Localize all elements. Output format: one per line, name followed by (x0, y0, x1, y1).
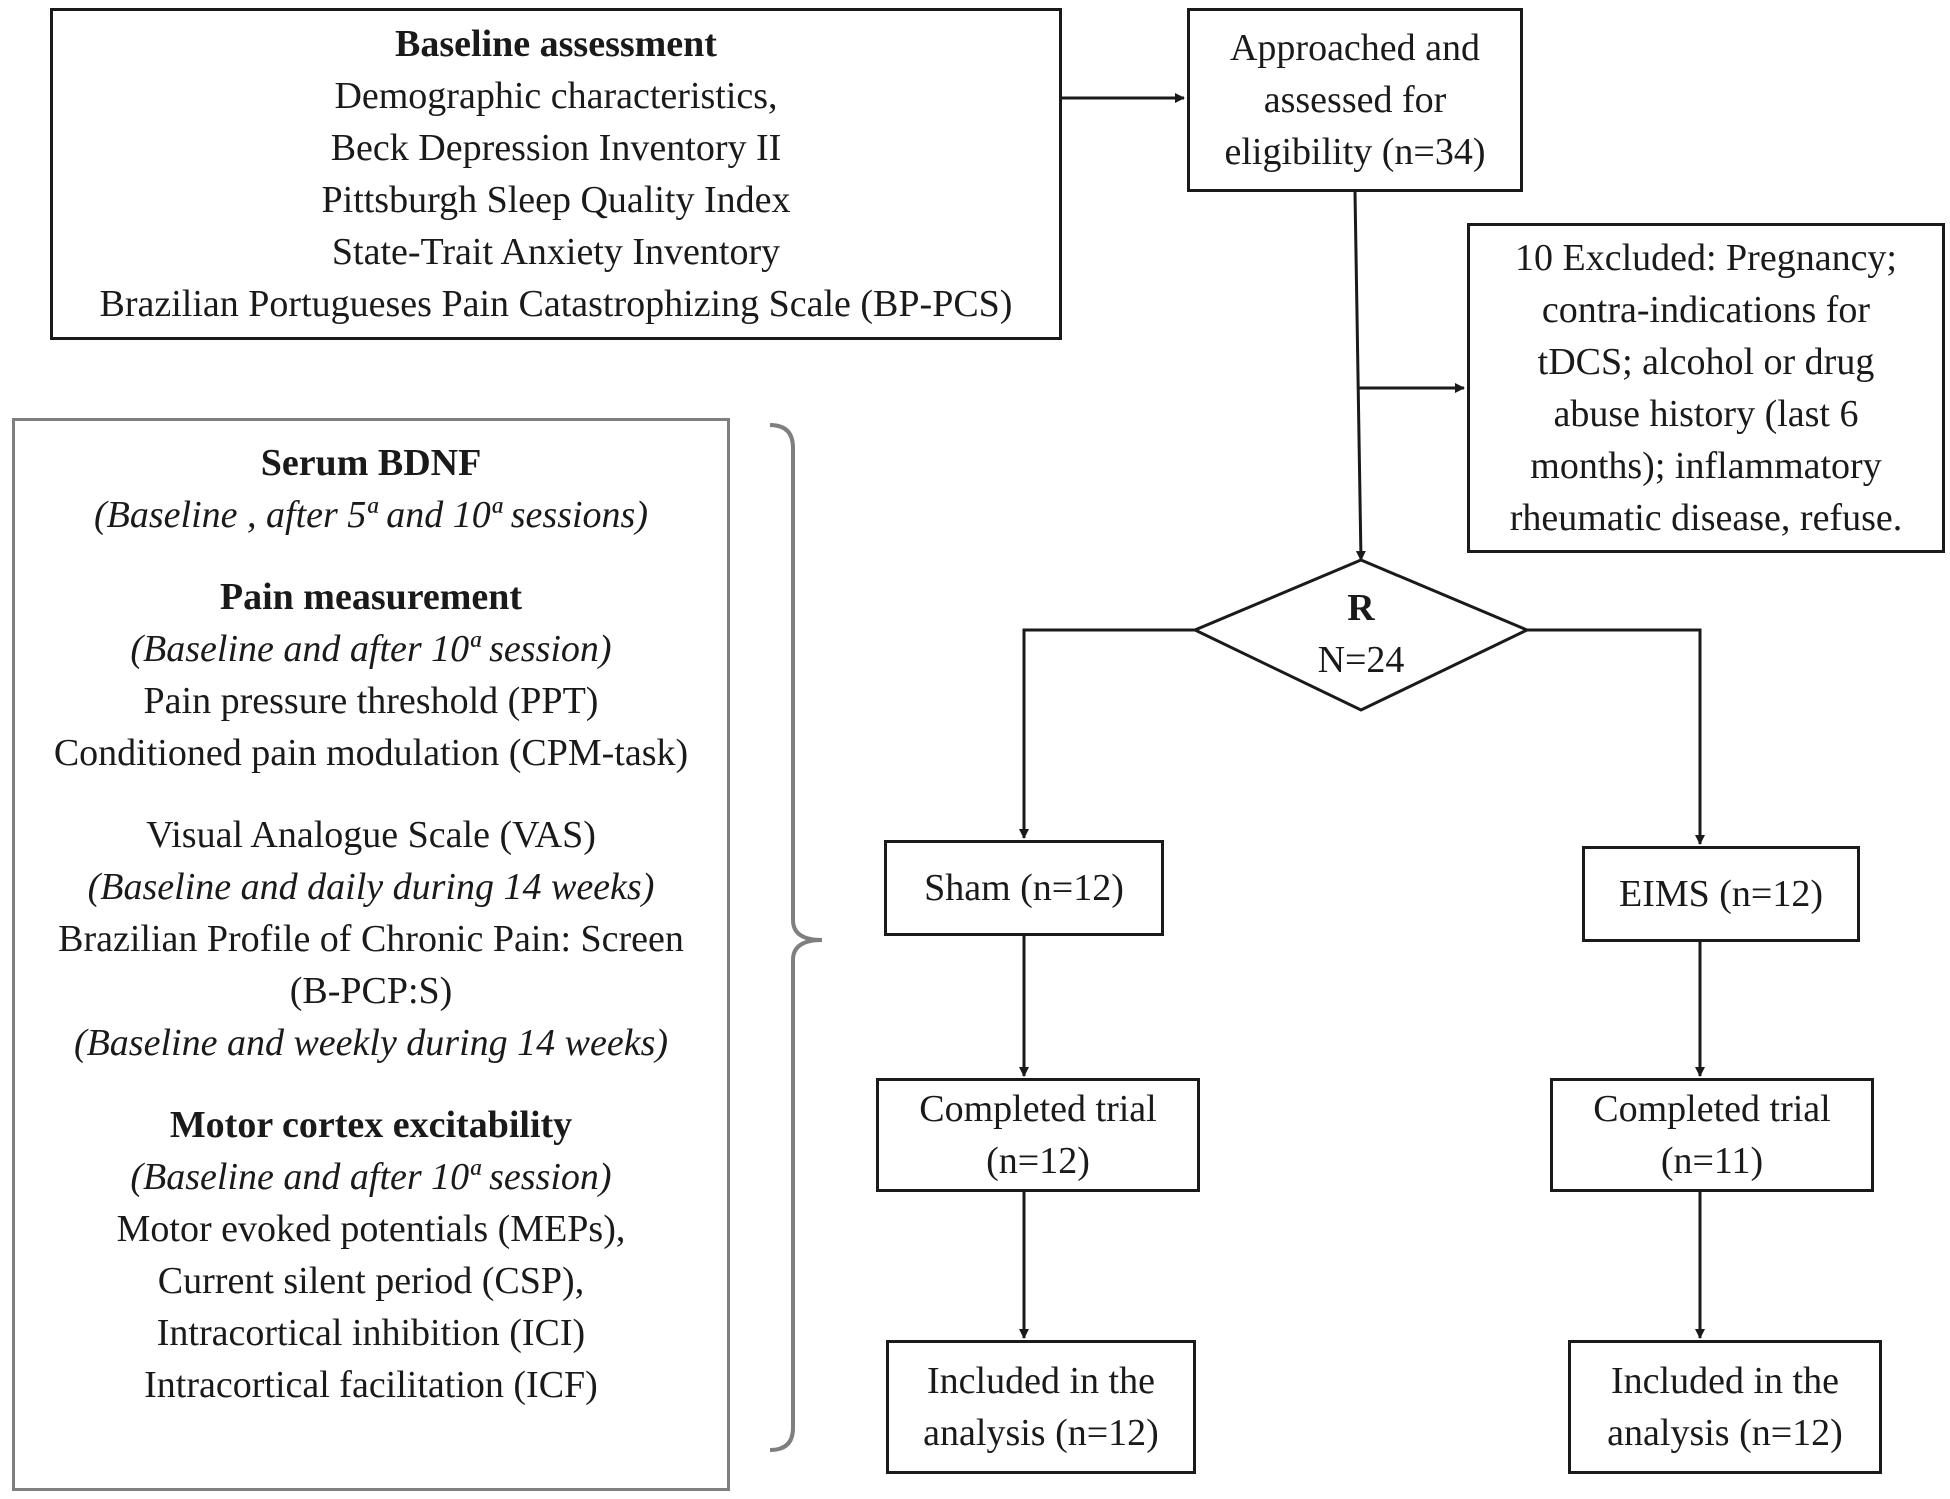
sham-included-line: Included in the (927, 1360, 1155, 1402)
excluded-box: 10 Excluded: Pregnancy; contra-indicatio… (1467, 223, 1945, 553)
randomization-label: R N=24 (1261, 582, 1461, 686)
baseline-line: Demographic characteristics, (334, 75, 778, 117)
bdnf-timing: (Baseline , after 5ª and 10ª sessions) (94, 494, 648, 536)
excluded-line: tDCS; alcohol or drug (1537, 341, 1875, 383)
sham-completed-line: Completed trial (919, 1088, 1157, 1130)
baseline-line: Pittsburgh Sleep Quality Index (321, 179, 791, 221)
baseline-line: Brazilian Portugueses Pain Catastrophizi… (99, 283, 1013, 325)
sham-included-line: analysis (n=12) (923, 1412, 1159, 1454)
motor-item: Motor evoked potentials (MEPs), (116, 1208, 626, 1250)
eligibility-box: Approached and assessed for eligibility … (1187, 8, 1523, 192)
sham-group-box: Sham (n=12) (884, 840, 1164, 936)
sham-included-box: Included in the analysis (n=12) (886, 1340, 1196, 1474)
motor-timing: (Baseline and after 10ª session) (130, 1156, 612, 1198)
eims-included-box: Included in the analysis (n=12) (1568, 1340, 1882, 1474)
motor-title: Motor cortex excitability (169, 1104, 573, 1146)
bpcp-label: Brazilian Profile of Chronic Pain: Scree… (58, 918, 684, 960)
baseline-title: Baseline assessment (395, 23, 717, 65)
pain-timing: (Baseline and after 10ª session) (130, 628, 612, 670)
arrow-eligibility-to-randomization (1353, 191, 1366, 561)
excluded-line: abuse history (last 6 (1553, 393, 1859, 435)
vas-label: Visual Analogue Scale (VAS) (146, 814, 596, 856)
randomization-diamond (1191, 558, 1531, 712)
eims-included-line: analysis (n=12) (1607, 1412, 1843, 1454)
eims-group-box: EIMS (n=12) (1582, 846, 1860, 942)
bdnf-title: Serum BDNF (260, 442, 482, 484)
pain-item: Conditioned pain modulation (CPM-task) (53, 732, 689, 774)
sham-completed-box: Completed trial (n=12) (876, 1078, 1200, 1192)
bpcp-timing: (Baseline and weekly during 14 weeks) (73, 1022, 669, 1064)
branch-to-sham (1019, 628, 1195, 839)
measures-box: Serum BDNF (Baseline , after 5ª and 10ª … (12, 418, 730, 1491)
eligibility-line: assessed for (1263, 79, 1447, 121)
baseline-line: State-Trait Anxiety Inventory (331, 231, 781, 273)
randomization-n: N=24 (1317, 639, 1405, 681)
eligibility-line: Approached and (1229, 27, 1481, 69)
randomization-r: R (1347, 587, 1375, 629)
measures-bracket (769, 423, 823, 1452)
eims-completed-line: Completed trial (1593, 1088, 1831, 1130)
baseline-line: Beck Depression Inventory II (330, 127, 782, 169)
excluded-line: contra-indications for (1541, 289, 1871, 331)
vas-timing: (Baseline and daily during 14 weeks) (87, 866, 655, 908)
eligibility-line: eligibility (n=34) (1224, 131, 1486, 173)
pain-title: Pain measurement (219, 576, 523, 618)
excluded-line: 10 Excluded: Pregnancy; (1514, 237, 1897, 279)
sham-completed-line: (n=12) (986, 1140, 1090, 1182)
branch-to-eims (1527, 628, 1705, 845)
motor-item: Current silent period (CSP), (157, 1260, 585, 1302)
excluded-line: rheumatic disease, refuse. (1509, 497, 1903, 539)
motor-item: Intracortical facilitation (ICF) (144, 1364, 598, 1406)
motor-item: Intracortical inhibition (ICI) (156, 1312, 586, 1354)
bpcp-abbrev: (B-PCP:S) (289, 970, 453, 1012)
eims-completed-line: (n=11) (1660, 1140, 1764, 1182)
eims-included-line: Included in the (1611, 1360, 1839, 1402)
eims-group-label: EIMS (n=12) (1618, 873, 1824, 915)
eims-completed-box: Completed trial (n=11) (1550, 1078, 1874, 1192)
excluded-line: months); inflammatory (1530, 445, 1882, 487)
pain-item: Pain pressure threshold (PPT) (143, 680, 599, 722)
sham-group-label: Sham (n=12) (924, 867, 1124, 909)
baseline-assessment-box: Baseline assessment Demographic characte… (50, 8, 1062, 340)
